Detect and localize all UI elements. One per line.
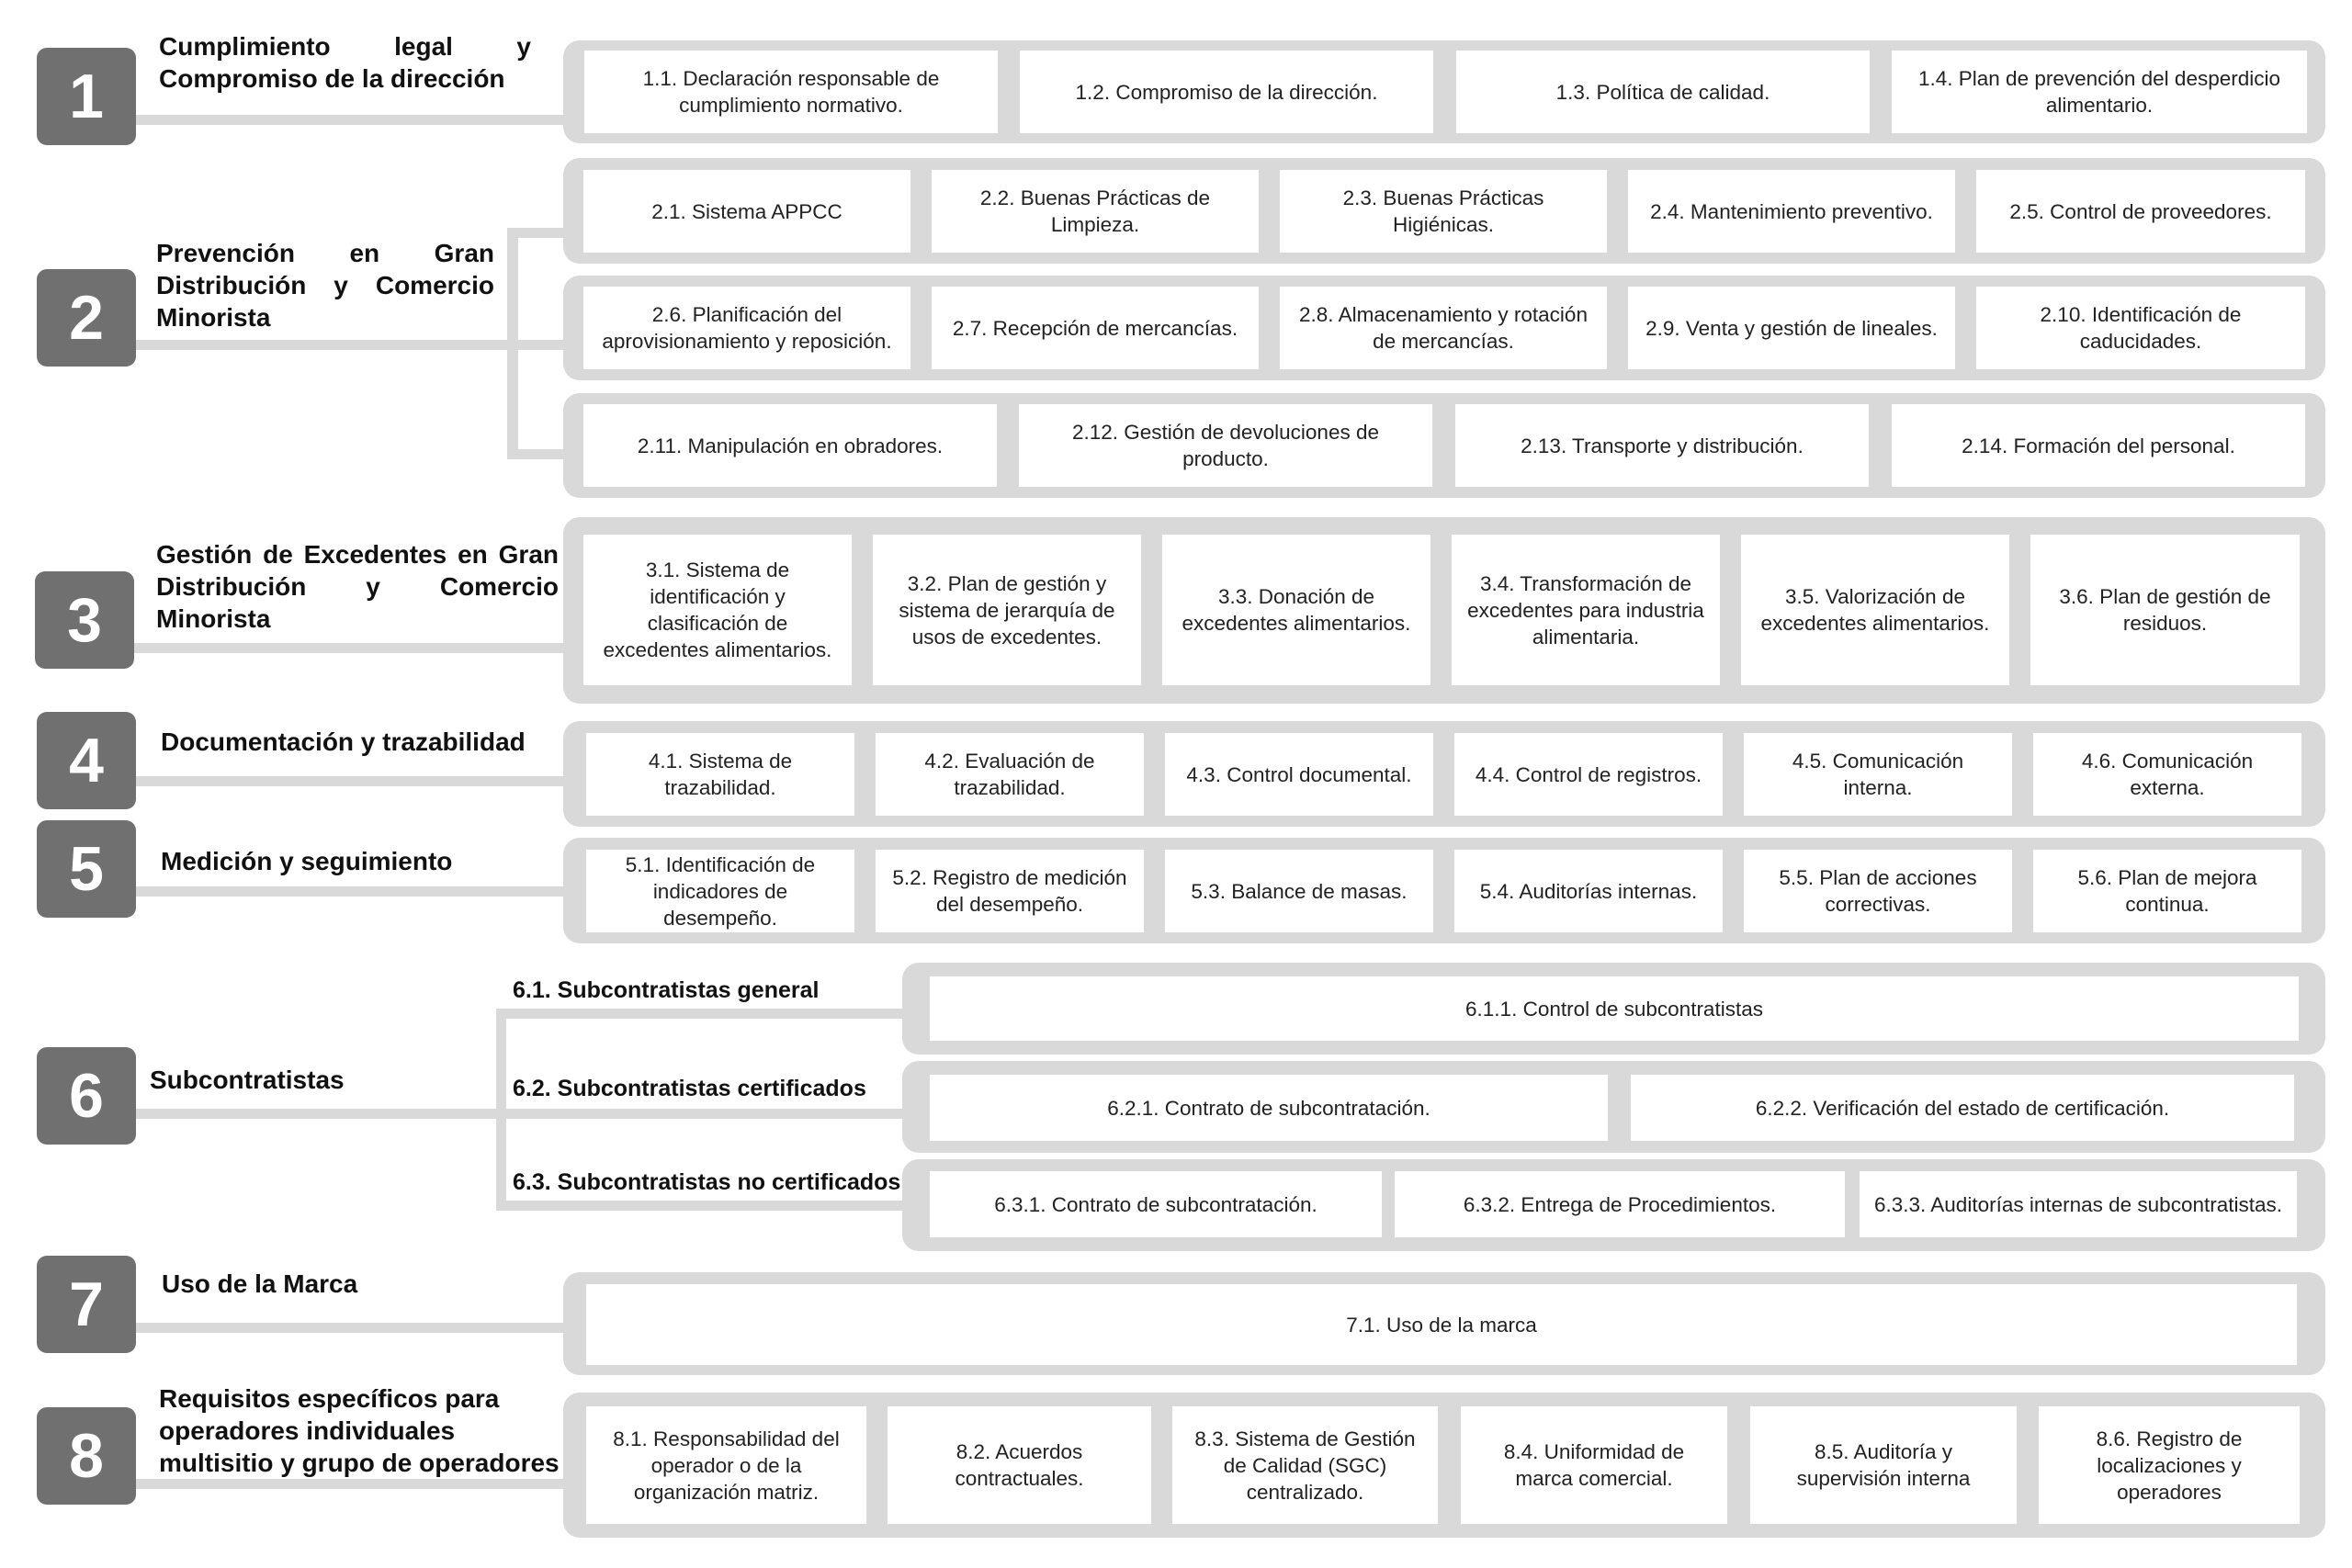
item-2-3: 2.3. Buenas Prácticas Higiénicas. xyxy=(1280,170,1607,253)
item-2-9: 2.9. Venta y gestión de lineales. xyxy=(1628,287,1955,369)
item-4-6: 4.6. Comunicación externa. xyxy=(2033,733,2301,816)
connector-line xyxy=(496,1201,905,1211)
connector-line xyxy=(129,340,519,350)
subsection-title-6-3: 6.3. Subcontratistas no certificados xyxy=(513,1169,901,1195)
connector-line xyxy=(496,1109,905,1119)
subsection-title-6-2: 6.2. Subcontratistas certificados xyxy=(513,1076,866,1101)
section-title-5: Medición y seguimiento xyxy=(161,847,453,875)
item-6-3-2: 6.3.2. Entrega de Procedimientos. xyxy=(1395,1171,1845,1237)
item-1-4: 1.4. Plan de prevención del desperdicio … xyxy=(1892,51,2307,133)
item-4-2: 4.2. Evaluación de trazabilidad. xyxy=(876,733,1144,816)
item-5-6: 5.6. Plan de mejora continua. xyxy=(2033,850,2301,932)
item-2-5: 2.5. Control de proveedores. xyxy=(1976,170,2305,253)
connector-line xyxy=(496,1009,905,1019)
item-2-12: 2.12. Gestión de devoluciones de product… xyxy=(1019,404,1432,487)
item-5-5: 5.5. Plan de acciones correctivas. xyxy=(1744,850,2012,932)
item-3-1: 3.1. Sistema de identificación y clasifi… xyxy=(583,535,852,685)
connector-line xyxy=(507,228,571,238)
section-band-4 xyxy=(563,721,2325,827)
item-2-10: 2.10. Identificación de caducidades. xyxy=(1976,287,2305,369)
item-5-4: 5.4. Auditorías internas. xyxy=(1454,850,1723,932)
item-1-3: 1.3. Política de calidad. xyxy=(1456,51,1870,133)
item-3-3: 3.3. Donación de excedentes alimentarios… xyxy=(1162,535,1430,685)
item-6-2-2: 6.2.2. Verificación del estado de certif… xyxy=(1631,1075,2294,1141)
item-6-1-1: 6.1.1. Control de subcontratistas xyxy=(930,976,2299,1041)
connector-line xyxy=(129,1479,570,1489)
section-number-5: 5 xyxy=(37,820,136,918)
section-number-7: 7 xyxy=(37,1256,136,1353)
section-title-3: Gestión de Excedentes en Gran Distribuci… xyxy=(156,540,559,633)
connector-line xyxy=(129,1323,570,1333)
item-2-6: 2.6. Planificación del aprovisionamiento… xyxy=(583,287,910,369)
section-number-1: 1 xyxy=(37,48,136,145)
subsection-title-6-1: 6.1. Subcontratistas general xyxy=(513,977,820,1003)
section-number-3: 3 xyxy=(35,571,134,669)
item-8-4: 8.4. Uniformidad de marca comercial. xyxy=(1461,1406,1727,1524)
section-number-2: 2 xyxy=(37,269,136,367)
item-4-3: 4.3. Control documental. xyxy=(1165,733,1433,816)
item-6-3-3: 6.3.3. Auditorías internas de subcontrat… xyxy=(1860,1171,2297,1237)
item-4-5: 4.5. Comunicación interna. xyxy=(1744,733,2012,816)
section-title-7: Uso de la Marca xyxy=(162,1269,358,1298)
item-8-3: 8.3. Sistema de Gestión de Calidad (SGC)… xyxy=(1172,1406,1438,1524)
section-title-2: Prevención en Gran Distribución y Comerc… xyxy=(156,239,494,332)
connector-line xyxy=(507,449,571,459)
connector-line xyxy=(507,340,571,350)
item-8-1: 8.1. Responsabilidad del operador o de l… xyxy=(586,1406,866,1524)
item-2-13: 2.13. Transporte y distribución. xyxy=(1455,404,1869,487)
section-title-8: Requisitos específicos para operadores i… xyxy=(159,1384,560,1477)
section-title-6: Subcontratistas xyxy=(150,1066,345,1094)
item-8-6: 8.6. Registro de localizaciones y operad… xyxy=(2039,1406,2300,1524)
section-number-8: 8 xyxy=(37,1407,136,1505)
item-3-6: 3.6. Plan de gestión de residuos. xyxy=(2030,535,2300,685)
connector-line xyxy=(129,776,570,786)
section-number-4: 4 xyxy=(37,712,136,809)
section-band-5 xyxy=(563,838,2325,943)
connector-line xyxy=(129,115,570,125)
section-number-6: 6 xyxy=(37,1047,136,1145)
item-8-2: 8.2. Acuerdos contractuales. xyxy=(888,1406,1151,1524)
connector-line xyxy=(129,643,570,653)
connector-line xyxy=(129,1109,505,1119)
item-1-1: 1.1. Declaración responsable de cumplimi… xyxy=(584,51,998,133)
item-2-1: 2.1. Sistema APPCC xyxy=(583,170,910,253)
item-2-8: 2.8. Almacenamiento y rotación de mercan… xyxy=(1280,287,1607,369)
item-1-2: 1.2. Compromiso de la dirección. xyxy=(1020,51,1433,133)
item-2-11: 2.11. Manipulación en obradores. xyxy=(583,404,997,487)
item-3-5: 3.5. Valorización de excedentes alimenta… xyxy=(1741,535,2009,685)
item-3-4: 3.4. Transformación de excedentes para i… xyxy=(1452,535,1720,685)
item-3-2: 3.2. Plan de gestión y sistema de jerarq… xyxy=(873,535,1141,685)
item-2-4: 2.4. Mantenimiento preventivo. xyxy=(1628,170,1955,253)
item-6-2-1: 6.2.1. Contrato de subcontratación. xyxy=(930,1075,1608,1141)
item-2-2: 2.2. Buenas Prácticas de Limpieza. xyxy=(932,170,1259,253)
item-6-3-1: 6.3.1. Contrato de subcontratación. xyxy=(930,1171,1382,1237)
item-5-2: 5.2. Registro de medición del desempeño. xyxy=(876,850,1144,932)
item-7-1: 7.1. Uso de la marca xyxy=(586,1284,2297,1365)
item-5-3: 5.3. Balance de masas. xyxy=(1165,850,1433,932)
item-4-1: 4.1. Sistema de trazabilidad. xyxy=(586,733,854,816)
section-title-4: Documentación y trazabilidad xyxy=(161,728,526,756)
item-2-14: 2.14. Formación del personal. xyxy=(1892,404,2305,487)
item-2-7: 2.7. Recepción de mercancías. xyxy=(932,287,1259,369)
section-title-1: Cumplimiento legal y Compromiso de la di… xyxy=(159,32,531,93)
item-8-5: 8.5. Auditoría y supervisión interna xyxy=(1750,1406,2017,1524)
connector-line xyxy=(129,886,570,897)
item-5-1: 5.1. Identificación de indicadores de de… xyxy=(586,850,854,932)
item-4-4: 4.4. Control de registros. xyxy=(1454,733,1723,816)
